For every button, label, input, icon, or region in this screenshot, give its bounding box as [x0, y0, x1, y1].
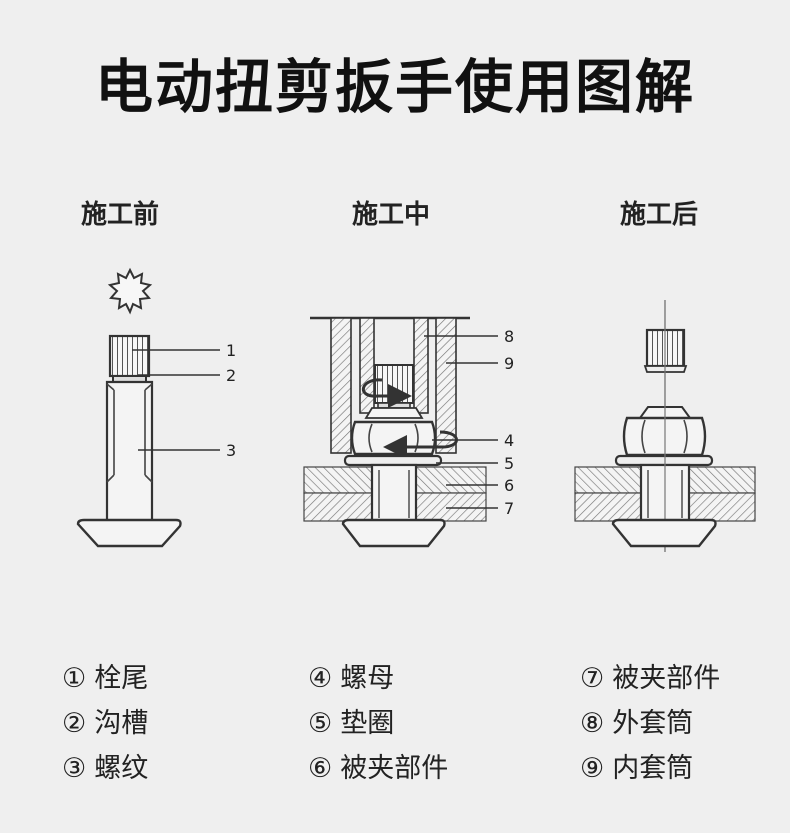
callout-5: 5: [504, 454, 514, 473]
callout-2: 2: [226, 366, 236, 385]
callout-9: 9: [504, 354, 514, 373]
callout-7: 7: [504, 499, 514, 518]
after-group: [574, 300, 756, 552]
outer-sleeve-left: [330, 317, 352, 454]
clamped-part-bottom: [303, 492, 373, 522]
stage-label-before: 施工前: [81, 200, 160, 230]
callout-6: 6: [504, 476, 514, 495]
bolt-tail: [108, 334, 151, 378]
inner-sleeve-right: [413, 317, 429, 414]
inner-sleeve-left: [359, 317, 375, 414]
outer-sleeve-right: [435, 317, 457, 454]
bolt-head: [76, 518, 182, 548]
stage-label-after: 施工后: [620, 200, 699, 230]
spline-end-icon: [107, 267, 153, 315]
callout-8: 8: [504, 327, 514, 346]
clamped-part-top: [303, 466, 373, 494]
washer: [343, 454, 443, 467]
stage-label-during: 施工中: [352, 200, 431, 230]
callout-1: 1: [226, 341, 236, 360]
nut: [350, 420, 437, 456]
during-group: 8 9 4 5 6 7: [303, 316, 514, 548]
before-bolt-group: 1 2 3: [76, 267, 236, 548]
callout-3: 3: [226, 441, 236, 460]
callout-4: 4: [504, 431, 514, 450]
page-title: 电动扭剪扳手使用图解: [94, 53, 695, 121]
